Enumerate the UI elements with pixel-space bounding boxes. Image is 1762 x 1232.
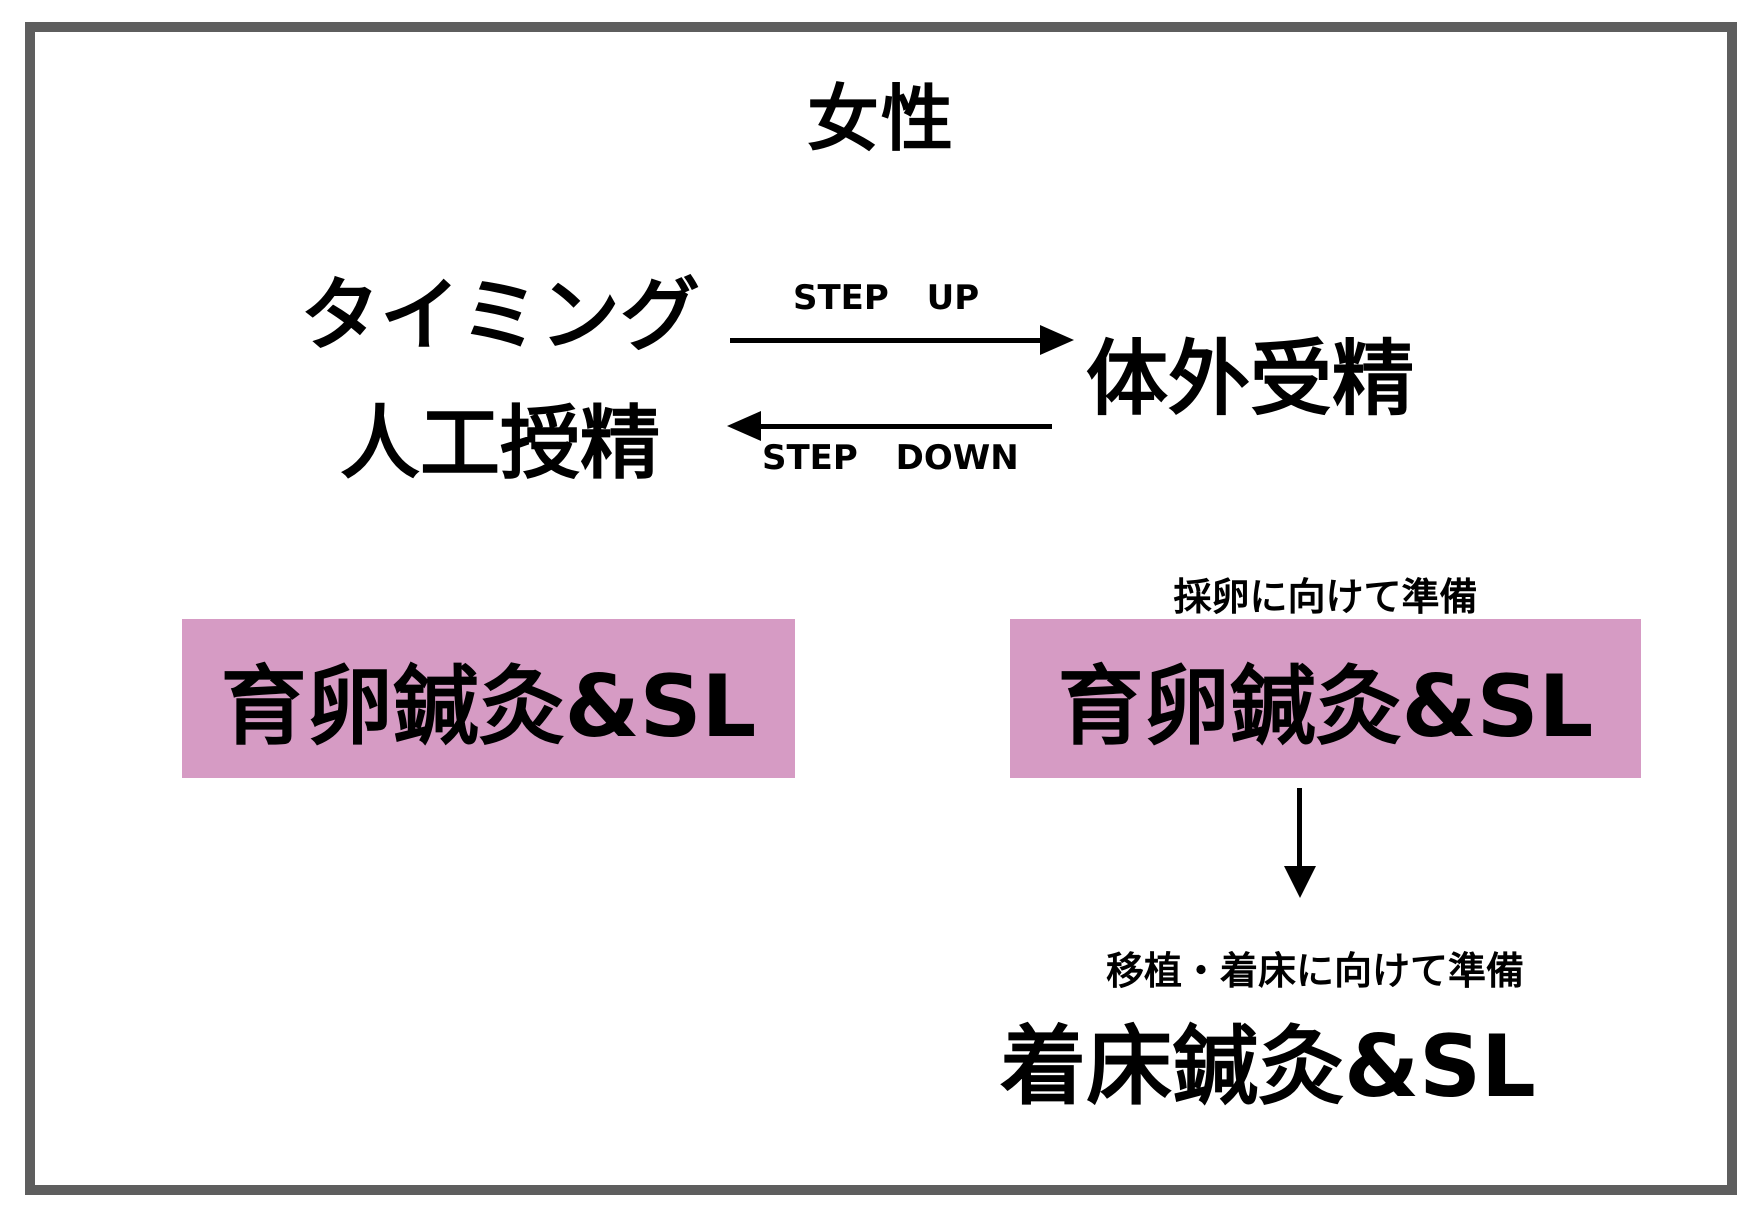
diagram-title: 女性 bbox=[806, 77, 955, 161]
down-arrow-line bbox=[1297, 788, 1302, 870]
transfer-caption: 移植・着床に向けて準備 bbox=[1105, 949, 1524, 993]
step-down-label: STEP DOWN bbox=[762, 438, 1019, 478]
treatment-box-ikuran-right-label: 育卵鍼灸&SL bbox=[1057, 657, 1594, 757]
step-up-arrow-line bbox=[730, 338, 1042, 343]
treatment-box-ikuran-left-label: 育卵鍼灸&SL bbox=[220, 657, 757, 757]
outer-frame bbox=[25, 22, 1737, 1195]
node-ivf: 体外受精 bbox=[1086, 332, 1415, 427]
step-down-arrowhead-icon bbox=[727, 411, 761, 441]
down-arrowhead-icon bbox=[1284, 866, 1316, 898]
egg-retrieval-caption: 採卵に向けて準備 bbox=[1173, 575, 1478, 619]
step-up-arrowhead-icon bbox=[1040, 325, 1074, 355]
node-aih-line: 人工授精 bbox=[340, 397, 660, 490]
node-timing-aih: タイミング 人工授精 bbox=[240, 252, 760, 508]
node-timing-line: タイミング bbox=[300, 269, 700, 362]
treatment-box-ikuran-right: 育卵鍼灸&SL bbox=[1010, 619, 1641, 778]
step-up-label: STEP UP bbox=[793, 278, 980, 318]
treatment-box-ikuran-left: 育卵鍼灸&SL bbox=[182, 619, 795, 778]
implantation-treatment-label: 着床鍼灸&SL bbox=[1000, 1017, 1536, 1117]
step-down-arrow-line bbox=[758, 424, 1052, 429]
